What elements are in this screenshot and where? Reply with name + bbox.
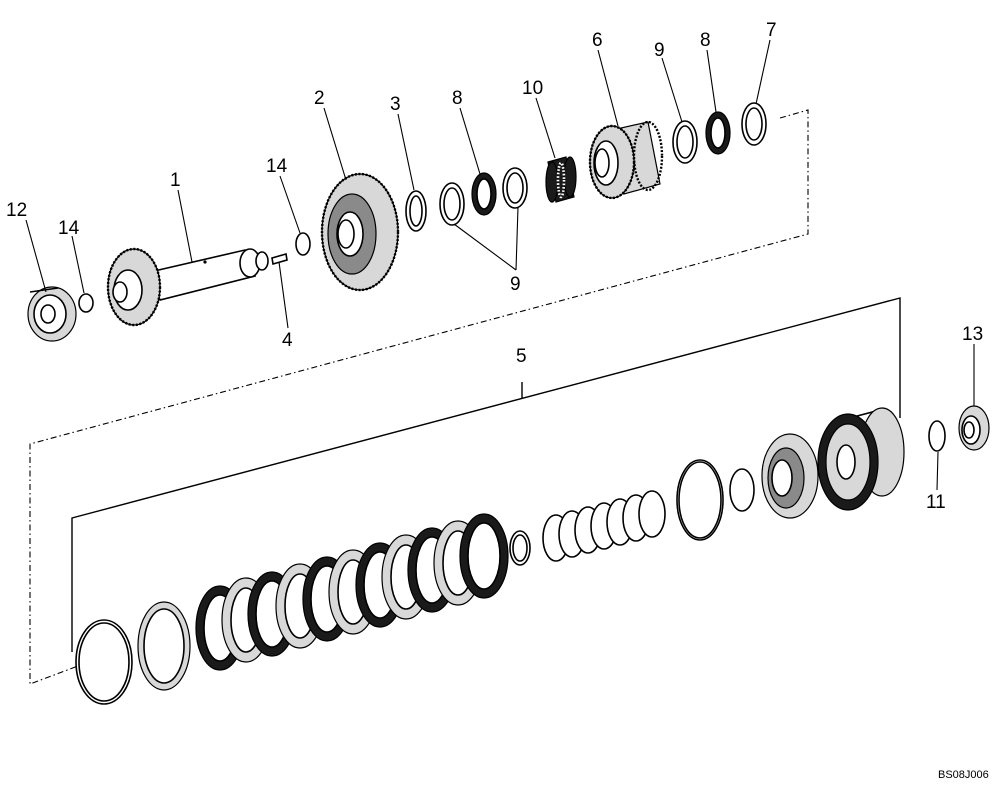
callout-2: 2	[314, 88, 325, 109]
part-washer-9-b	[502, 167, 528, 209]
part-thrust-bearing-8-b	[705, 111, 731, 155]
part-gear-2	[320, 172, 400, 292]
callout-8-right: 8	[700, 30, 711, 51]
part-thrust-bearing-8-a	[471, 172, 497, 216]
part-snap-ring-11	[928, 420, 946, 452]
callout-14-left: 14	[58, 218, 80, 239]
callout-5: 5	[516, 346, 527, 367]
callout-3: 3	[390, 94, 401, 115]
part-o-ring-small	[729, 468, 755, 512]
assembly-bracket-5	[71, 297, 901, 652]
part-bearing-12	[27, 286, 77, 342]
part-clutch-drum	[817, 407, 905, 511]
callout-6: 6	[592, 30, 603, 51]
part-snap-ring-14-middle	[295, 232, 311, 256]
part-washer-9-a	[439, 182, 465, 226]
part-pin-4	[271, 252, 288, 266]
part-o-ring-mid	[676, 459, 724, 541]
part-snap-ring-3	[405, 190, 427, 232]
callout-13: 13	[962, 324, 983, 345]
callout-9-upper: 9	[654, 40, 665, 61]
part-bearing-13	[958, 405, 990, 451]
part-piston	[761, 433, 819, 519]
callout-7: 7	[766, 20, 777, 41]
part-snap-ring-14-left	[78, 293, 94, 313]
callout-14-middle: 14	[266, 156, 288, 177]
assembly-boundary	[29, 109, 809, 685]
clutch-plates	[195, 513, 509, 671]
part-spring-stack	[542, 490, 666, 562]
callout-12: 12	[6, 200, 27, 221]
drawing-code: BS08J006	[938, 769, 989, 781]
part-pressure-plate	[137, 601, 191, 691]
part-needle-bearing-10	[545, 156, 577, 203]
callout-labels: 12 14 1 14 4 2 3 8 10 6 9 8 7 9 5 13 11	[6, 20, 983, 513]
part-gear-6	[588, 120, 664, 200]
part-shaft-1	[106, 247, 269, 327]
callout-1: 1	[170, 170, 181, 191]
part-washer-9-c	[672, 120, 698, 164]
callout-11: 11	[926, 492, 946, 513]
part-washer-7	[741, 102, 767, 146]
part-snap-ring-small-lower	[509, 530, 531, 566]
callout-10: 10	[522, 78, 543, 99]
callout-8-left: 8	[452, 88, 463, 109]
callout-9-lower: 9	[510, 274, 521, 295]
part-o-ring-large	[75, 619, 133, 705]
callout-4: 4	[282, 330, 293, 351]
leader-lines	[25, 39, 975, 491]
